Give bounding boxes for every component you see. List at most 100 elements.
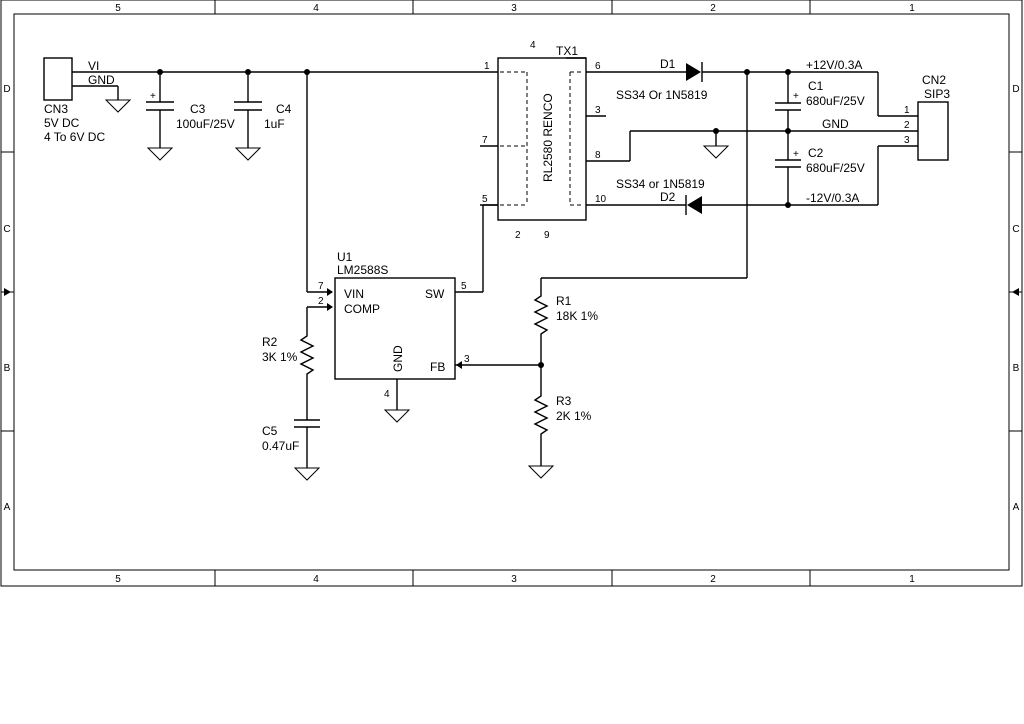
tx1-ref: TX1	[556, 44, 578, 58]
c3-value: 100uF/25V	[176, 117, 235, 131]
frame-row-label: D	[1012, 84, 1019, 95]
vin-net	[304, 69, 333, 311]
tx1-pin: 7	[482, 135, 488, 146]
c2-value: 680uF/25V	[806, 161, 865, 175]
c2-polarity: +	[793, 149, 799, 160]
capacitor-c2: + C2 680uF/25V -12V/0.3A	[775, 131, 918, 208]
transformer-tx1: TX1 RL2580 RENCO 1 7 5 4 2 9 6 3 8 10	[480, 40, 630, 241]
cn2-pin: 3	[904, 135, 910, 146]
r2-value: 3K 1%	[262, 350, 298, 364]
cn2-type: SIP3	[924, 87, 950, 101]
u1-pin-sw: SW	[425, 287, 445, 301]
frame-row-label: D	[3, 84, 10, 95]
tx1-pin: 10	[595, 194, 607, 205]
rail-pos-label: +12V/0.3A	[806, 58, 862, 72]
cn3-pin-gnd: GND	[88, 73, 115, 87]
c4-ref: C4	[276, 102, 292, 116]
u1-pin-vin: VIN	[344, 287, 364, 301]
capacitor-c5: C5 0.47uF	[262, 419, 321, 481]
tx1-part: RL2580 RENCO	[541, 93, 555, 182]
tx1-pin: 9	[544, 230, 550, 241]
capacitor-c1: + C1 680uF/25V GND	[775, 72, 865, 131]
c1-value: 680uF/25V	[806, 94, 865, 108]
tx1-pin: 6	[595, 61, 601, 72]
frame-col-label: 4	[313, 574, 319, 585]
u1-ref: U1	[337, 250, 353, 264]
c5-value: 0.47uF	[262, 439, 299, 453]
connector-cn3: VI GND CN3 5V DC 4 To 6V DC	[43, 57, 480, 144]
frame-col-label: 4	[313, 3, 319, 14]
d1-part: SS34 Or 1N5819	[616, 88, 708, 102]
resistor-r2: R2 3K 1%	[262, 307, 315, 420]
cn3-ref: CN3	[44, 102, 68, 116]
c1-ref: C1	[808, 79, 824, 93]
tx1-pin: 4	[530, 40, 536, 51]
rail-gnd-label: GND	[822, 117, 849, 131]
r1-value: 18K 1%	[556, 309, 598, 323]
frame-col-label: 1	[909, 574, 915, 585]
u1-pin-num: 7	[318, 281, 324, 292]
frame-row-label: A	[1013, 502, 1020, 513]
gnd-net	[629, 128, 918, 161]
ground-symbol	[293, 467, 321, 481]
cn3-pin-vi: VI	[88, 59, 99, 73]
c1-polarity: +	[793, 91, 799, 102]
u1-pin-num: 5	[461, 281, 467, 292]
c4-value: 1uF	[264, 117, 285, 131]
capacitor-c4: C4 1uF	[234, 69, 292, 161]
diode-d2: D2 SS34 or 1N5819	[616, 177, 785, 215]
cn2-pin: 2	[904, 120, 910, 131]
tx1-pin: 5	[482, 194, 488, 205]
c2-ref: C2	[808, 146, 824, 160]
tx1-pin: 2	[515, 230, 521, 241]
frame-col-label: 3	[511, 574, 517, 585]
ground-symbol	[527, 465, 555, 479]
r3-value: 2K 1%	[556, 409, 592, 423]
u1-pin-num: 2	[318, 296, 324, 307]
tx1-pin: 8	[595, 150, 601, 161]
ground-symbol	[146, 147, 174, 161]
cn3-desc: 5V DC	[44, 116, 80, 130]
ground-symbol	[702, 145, 730, 159]
frame-row-label: B	[4, 363, 11, 374]
capacitor-c3: + C3 100uF/25V	[146, 69, 235, 161]
rail-neg-label: -12V/0.3A	[806, 191, 859, 205]
tx1-pin: 3	[595, 105, 601, 116]
frame-row-label: C	[1012, 224, 1019, 235]
frame-row-label: C	[3, 224, 10, 235]
frame-col-label: 5	[115, 574, 121, 585]
resistor-r3: R3 2K 1%	[527, 365, 592, 479]
r3-ref: R3	[556, 394, 572, 408]
cn3-desc: 4 To 6V DC	[44, 130, 105, 144]
drawing-frame: 5 4 3 2 1 5 4 3 2 1 D C B A D C B A	[0, 0, 1023, 587]
c5-ref: C5	[262, 424, 278, 438]
u1-pin-gnd: GND	[391, 345, 405, 372]
pos-rail-net: +12V/0.3A	[540, 58, 918, 292]
d2-part: SS34 or 1N5819	[616, 177, 705, 191]
tx1-pin: 1	[484, 61, 490, 72]
ground-symbol	[104, 99, 132, 113]
d2-ref: D2	[660, 190, 676, 204]
frame-row-label: A	[4, 502, 11, 513]
frame-col-label: 2	[710, 3, 716, 14]
frame-col-label: 1	[909, 3, 915, 14]
ground-symbol	[234, 147, 262, 161]
d1-ref: D1	[660, 57, 676, 71]
cn2-ref: CN2	[922, 73, 946, 87]
frame-col-label: 5	[115, 3, 121, 14]
frame-row-label: B	[1013, 363, 1020, 374]
r2-ref: R2	[262, 335, 278, 349]
ground-symbol	[383, 409, 411, 423]
frame-col-label: 2	[710, 574, 716, 585]
c3-ref: C3	[190, 102, 206, 116]
cn2-pin: 1	[904, 105, 910, 116]
u1-part: LM2588S	[337, 263, 388, 277]
u1-pin-comp: COMP	[344, 302, 380, 316]
u1-pin-num: 3	[464, 354, 470, 365]
resistor-r1: R1 18K 1%	[533, 292, 598, 368]
c3-polarity: +	[150, 91, 156, 102]
diode-d1: D1 SS34 Or 1N5819	[616, 57, 785, 102]
r1-ref: R1	[556, 294, 572, 308]
u1-pin-num: 4	[384, 389, 390, 400]
